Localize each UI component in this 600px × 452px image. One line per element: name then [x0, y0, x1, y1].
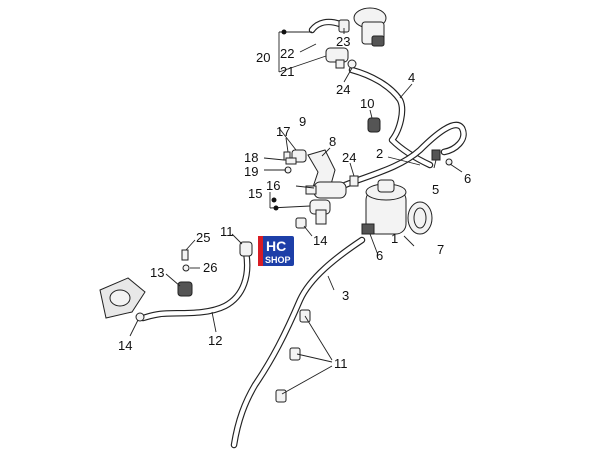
hose-2: [341, 121, 467, 189]
label-11-upper: 11: [220, 224, 234, 239]
label-25: 25: [196, 230, 210, 245]
clip-6-right: [445, 158, 453, 166]
label-5: 5: [432, 182, 439, 197]
label-23: 23: [336, 34, 350, 49]
label-9: 9: [299, 114, 306, 129]
logo-text-top: HC: [266, 238, 286, 254]
connector-14-upper: [295, 217, 307, 229]
hose-4: [348, 66, 434, 169]
clip-24-top: [347, 59, 357, 69]
label-1: 1: [391, 231, 398, 246]
clamp-10: [367, 117, 381, 133]
valve-21: [325, 47, 349, 69]
label-14-lower: 14: [118, 338, 132, 353]
label-26: 26: [203, 260, 217, 275]
label-15: 15: [248, 186, 262, 201]
filter-16: [305, 181, 347, 199]
leader-lines: [129, 28, 463, 395]
label-17: 17: [276, 124, 290, 139]
label-4: 4: [408, 70, 415, 85]
clip-5: [431, 149, 441, 161]
part-15: [309, 199, 331, 225]
label-19: 19: [244, 164, 258, 179]
label-21: 21: [280, 64, 294, 79]
hose-22: [308, 18, 344, 34]
intake-manifold: [99, 277, 146, 319]
label-14-upper: 14: [313, 233, 327, 248]
part-13: [177, 281, 193, 297]
label-2: 2: [376, 146, 383, 161]
hc-shop-logo: HC SHOP: [258, 236, 294, 266]
callout-labels: 20 22 21 23 24 4 10 9 17 8 18 19 24 2 16…: [118, 34, 471, 371]
fuel-pump-1: [361, 179, 407, 235]
label-10: 10: [360, 96, 374, 111]
label-11-lower: 11: [334, 356, 348, 371]
label-6-right: 6: [464, 171, 471, 186]
hose-12: [139, 248, 251, 322]
group-dots: [271, 29, 287, 211]
label-6-lower: 6: [376, 248, 383, 263]
label-7: 7: [437, 242, 444, 257]
clip-24-middle: [349, 175, 359, 187]
screw-25: [181, 249, 189, 261]
filler-cap: [353, 7, 387, 47]
label-13: 13: [150, 265, 164, 280]
fitting-11-upper: [239, 241, 253, 257]
hose-3: [230, 236, 366, 449]
label-16: 16: [266, 178, 280, 193]
clamp-7: [407, 201, 433, 235]
label-8: 8: [329, 134, 336, 149]
label-3: 3: [342, 288, 349, 303]
logo-text-bottom: SHOP: [265, 255, 291, 265]
connector-14-lower: [135, 312, 145, 322]
washer-26: [182, 264, 190, 272]
label-24-top: 24: [336, 82, 350, 97]
label-22: 22: [280, 46, 294, 61]
label-24-middle: 24: [342, 150, 356, 165]
label-18: 18: [244, 150, 258, 165]
label-12: 12: [208, 333, 222, 348]
label-20: 20: [256, 50, 270, 65]
